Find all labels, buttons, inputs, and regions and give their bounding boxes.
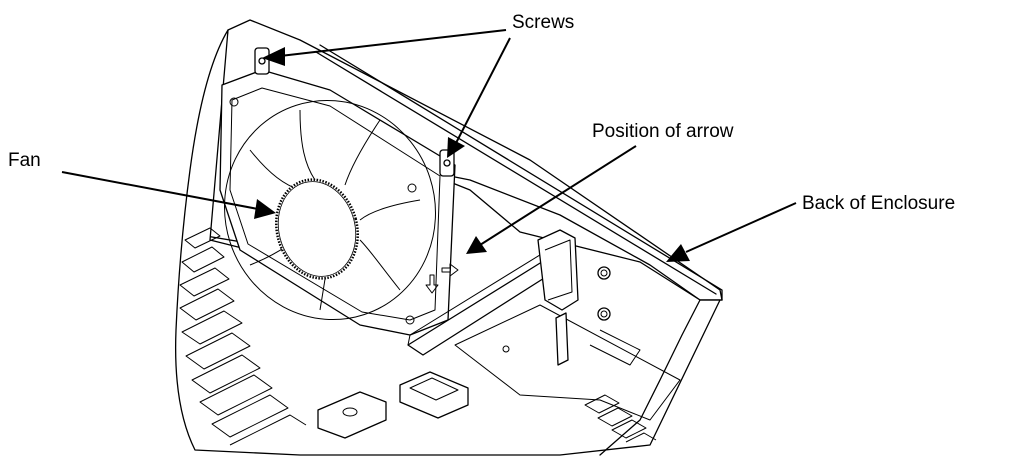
arrowhead-icon [666, 244, 690, 262]
screws-leader-2 [454, 37, 511, 146]
rail-bracket [407, 229, 579, 366]
back-of-enclosure-label: Back of Enclosure [802, 193, 955, 214]
fan-leader [61, 171, 259, 210]
fan-label: Fan [8, 150, 41, 171]
right-screw-icon [439, 149, 455, 177]
lower-fins [584, 394, 657, 443]
heat-sink-fins [179, 227, 307, 446]
top-screw-icon [254, 47, 270, 75]
floor-tab [317, 371, 469, 439]
callout-leaders [61, 29, 797, 262]
fan-hub [275, 178, 359, 280]
arrowhead-icon [466, 236, 487, 254]
arrowhead-icon [254, 199, 276, 219]
arrowhead-icon [262, 47, 285, 66]
position-of-arrow-label: Position of arrow [592, 121, 734, 142]
back-of-enclosure-leader [685, 202, 797, 253]
screws-leader-1 [279, 29, 507, 57]
position-of-arrow-leader [479, 145, 637, 246]
arrowhead-icon [447, 137, 465, 158]
screws-label: Screws [512, 12, 574, 33]
